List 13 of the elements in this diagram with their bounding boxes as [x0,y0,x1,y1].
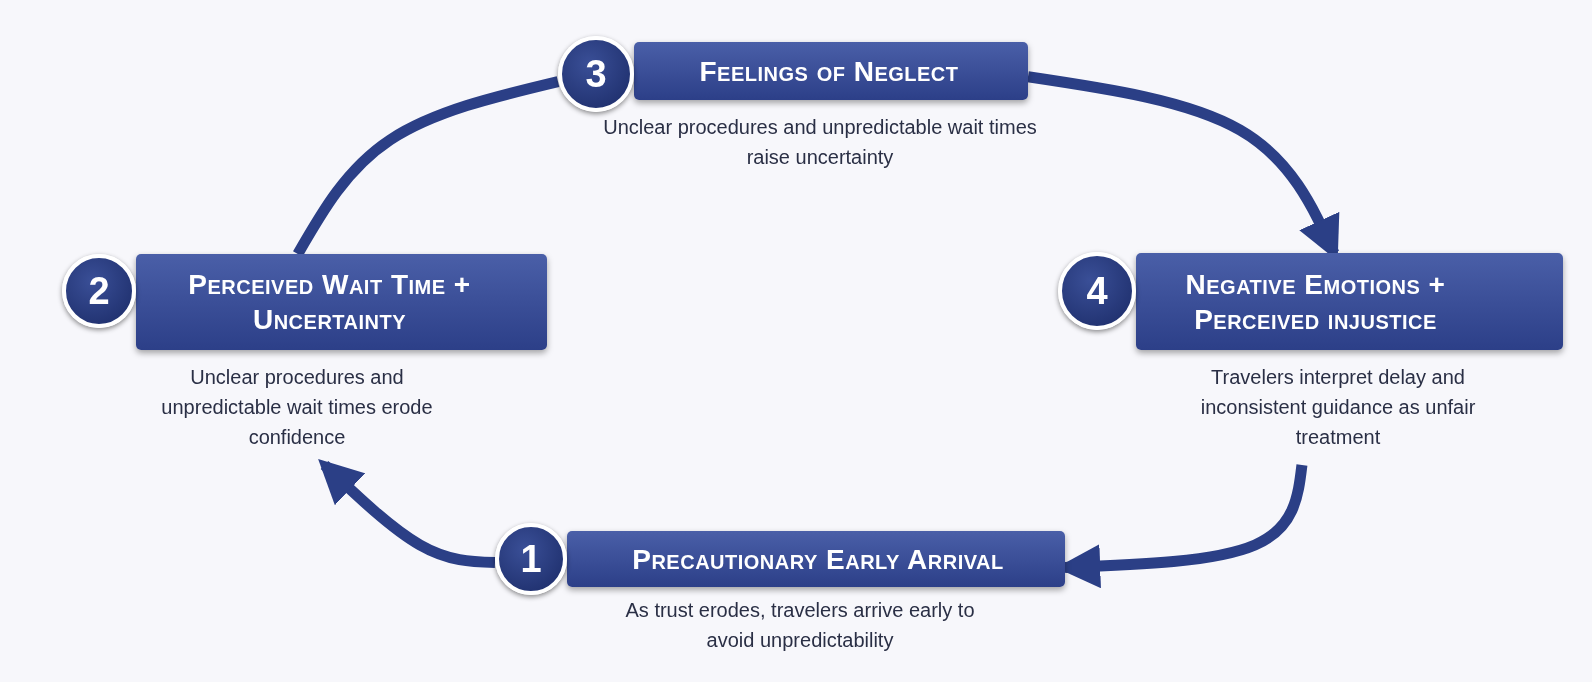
step-title-banner: Perceived Wait Time + Uncertainty [136,254,547,350]
step-number-badge: 2 [62,254,136,328]
step-title-banner: Negative Emotions + Perceived injustice [1136,253,1563,350]
step-description: Unclear procedures and unpredictable wait times erode confidence [160,365,434,450]
step-description: As trust erodes, travelers arrive early to avoid unpredictability [624,598,976,653]
step-title-banner: Precautionary Early Arrival [567,531,1065,587]
arrow [318,458,496,569]
step-number-badge: 4 [1058,252,1136,330]
step-description: Travelers interpret delay and inconsistent guidance as unfair treatment [1199,365,1477,450]
step-number-badge: 3 [558,36,634,112]
step-title-banner: Feelings of Neglect [634,42,1028,100]
step-number-badge: 1 [495,523,567,595]
step-description: Unclear procedures and unpredictable wait times raise uncertainty [602,115,1038,170]
